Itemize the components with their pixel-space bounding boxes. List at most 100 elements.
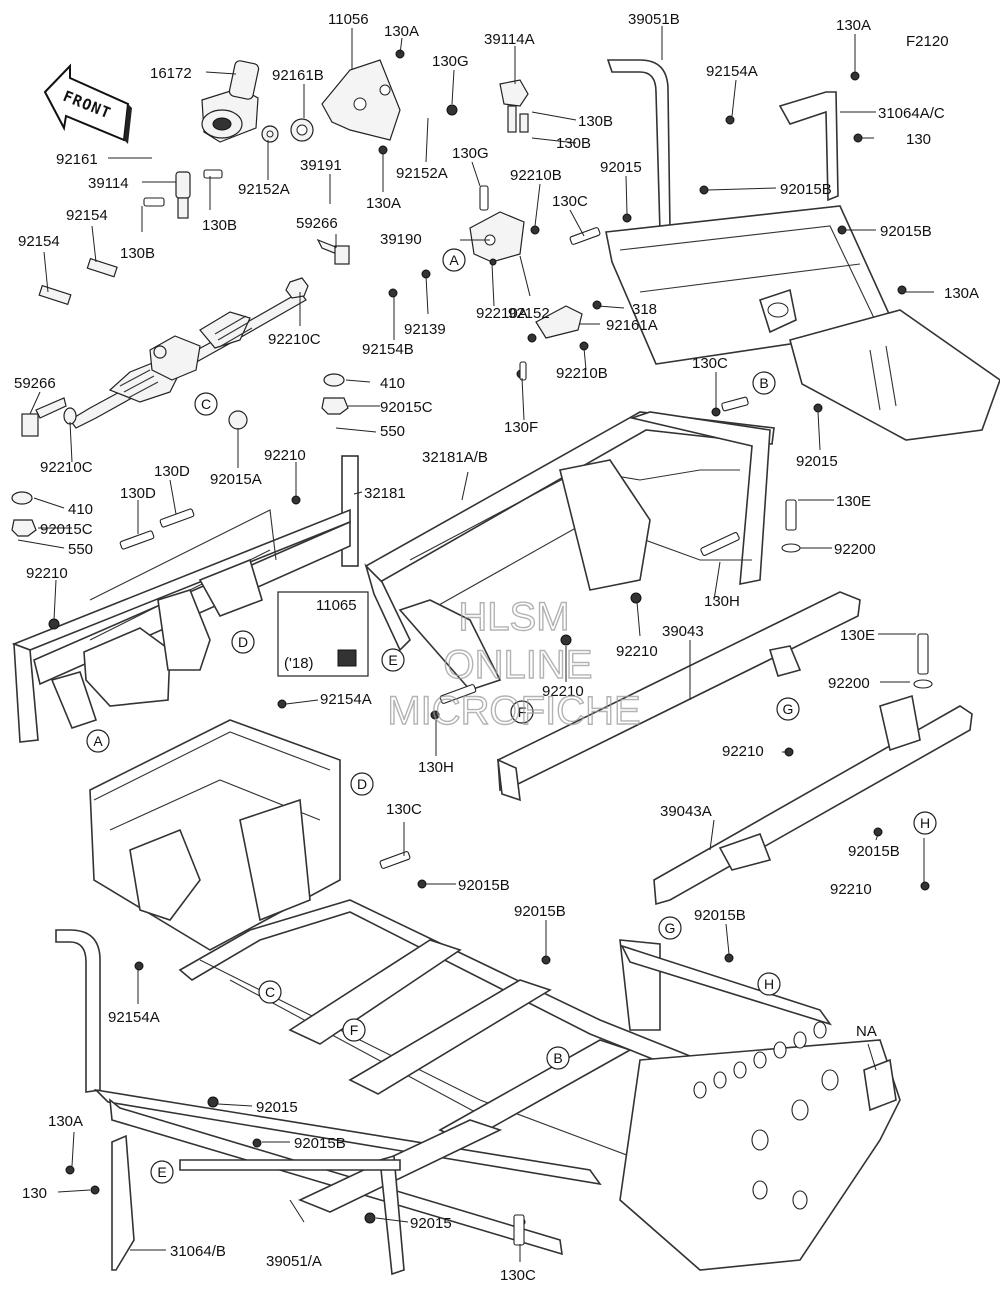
label-130A: 130A — [48, 1113, 83, 1130]
callout-D2: D — [350, 772, 374, 796]
label-92200: 92200 — [834, 541, 876, 558]
leader-lines — [17, 26, 934, 1262]
label-92161: 92161 — [56, 151, 98, 168]
label-16172: 16172 — [150, 65, 192, 82]
label-92200: 92200 — [828, 675, 870, 692]
label-130E: 130E — [840, 627, 875, 644]
label-92015B: 92015B — [848, 843, 900, 860]
label-92161A: 92161A — [606, 317, 658, 334]
label-92210B: 92210B — [510, 167, 562, 184]
label-130A: 130A — [366, 195, 401, 212]
svg-text:G: G — [783, 701, 794, 717]
label-39051A: 39051/A — [266, 1253, 322, 1270]
svg-text:C: C — [265, 984, 275, 1000]
label-92210: 92210 — [616, 643, 658, 660]
label-130E: 130E — [836, 493, 871, 510]
steering-bracket-39190 — [469, 79, 583, 339]
svg-text:H: H — [764, 976, 774, 992]
label-92015C: 92015C — [40, 521, 93, 538]
svg-text:HLSM: HLSM — [458, 595, 569, 639]
label-39051B: 39051B — [628, 11, 680, 28]
label-39191: 39191 — [300, 157, 342, 174]
svg-text:E: E — [388, 652, 397, 668]
label-92210C: 92210C — [268, 331, 321, 348]
main-frame — [55, 591, 973, 1276]
svg-text:B: B — [759, 375, 768, 391]
label-92154A: 92154A — [706, 63, 758, 80]
svg-text:F: F — [518, 704, 527, 720]
fasteners — [48, 49, 933, 1246]
label-92210B: 92210B — [556, 365, 608, 382]
label-39114: 39114 — [88, 175, 129, 192]
label-92015: 92015 — [600, 159, 642, 176]
callout-D1: D — [231, 630, 255, 654]
label-92210: 92210 — [264, 447, 306, 464]
label-92154A: 92154A — [108, 1009, 160, 1026]
label-92210C: 92210C — [40, 459, 93, 476]
label-92154: 92154 — [18, 233, 60, 250]
label-130B: 130B — [556, 135, 591, 152]
label-130D: 130D — [154, 463, 190, 480]
label-130B: 130B — [578, 113, 613, 130]
callout-A2: A — [86, 729, 110, 753]
label-92154A: 92154A — [320, 691, 372, 708]
callout-G2: G — [658, 916, 682, 940]
label-92015B: 92015B — [458, 877, 510, 894]
label-130A: 130A — [944, 285, 979, 302]
callout-G1: G — [776, 697, 800, 721]
label-92154: 92154 — [66, 207, 108, 224]
callout-B2: B — [546, 1046, 570, 1070]
steering-assembly — [11, 59, 401, 537]
label-92015C: 92015C — [380, 399, 433, 416]
label-130H: 130H — [704, 593, 740, 610]
svg-text:D: D — [238, 634, 248, 650]
label-130H: 130H — [418, 759, 454, 776]
label-130: 130 — [22, 1185, 47, 1202]
svg-text:G: G — [665, 920, 676, 936]
inset-box-11065: 11065 ('18) — [277, 591, 369, 677]
label-92015: 92015 — [410, 1215, 452, 1232]
label-318: 318 — [632, 301, 657, 318]
label-410: 410 — [380, 375, 405, 392]
label-39190: 39190 — [380, 231, 422, 248]
label-39114A: 39114A — [484, 31, 535, 48]
callout-F1: F — [510, 700, 534, 724]
label-130D: 130D — [120, 485, 156, 502]
label-32181: 32181 — [364, 485, 406, 502]
callout-E2: E — [150, 1160, 174, 1184]
svg-text:ONLINE: ONLINE — [444, 643, 593, 687]
label-130C: 130C — [552, 193, 588, 210]
label-92015B: 92015B — [880, 223, 932, 240]
svg-text:A: A — [93, 733, 103, 749]
callout-A1: A — [442, 248, 466, 272]
part-labels: 11056 130A 39114A 39051B 130A 16172 9216… — [14, 11, 979, 1284]
label-11056: 11056 — [328, 11, 369, 28]
label-92152: 92152 — [508, 305, 550, 322]
label-92139: 92139 — [404, 321, 446, 338]
svg-text:E: E — [157, 1164, 166, 1180]
label-130A: 130A — [836, 17, 871, 34]
label-130B: 130B — [120, 245, 155, 262]
label-92210A: 92210A — [476, 305, 528, 322]
label-550: 550 — [68, 541, 93, 558]
label-130A: 130A — [384, 23, 419, 40]
front-arrow-icon: FRONT — [43, 63, 132, 144]
label-92015B: 92015B — [694, 907, 746, 924]
label-130B: 130B — [202, 217, 237, 234]
label-59266: 59266 — [14, 375, 56, 392]
label-130G: 130G — [452, 145, 489, 162]
callout-F2: F — [342, 1018, 366, 1042]
label-550: 550 — [380, 423, 405, 440]
label-92015: 92015 — [796, 453, 838, 470]
rear-upper-frame-39051B — [605, 59, 1000, 441]
callout-H1: H — [913, 811, 937, 835]
label-92154B: 92154B — [362, 341, 414, 358]
label-130C: 130C — [500, 1267, 536, 1284]
svg-text:B: B — [553, 1050, 562, 1066]
callout-C1: C — [194, 392, 218, 416]
front-bumper-frame — [11, 508, 351, 743]
callout-E1: E — [381, 648, 405, 672]
callout-H2: H — [757, 972, 781, 996]
label-92015B: 92015B — [514, 903, 566, 920]
